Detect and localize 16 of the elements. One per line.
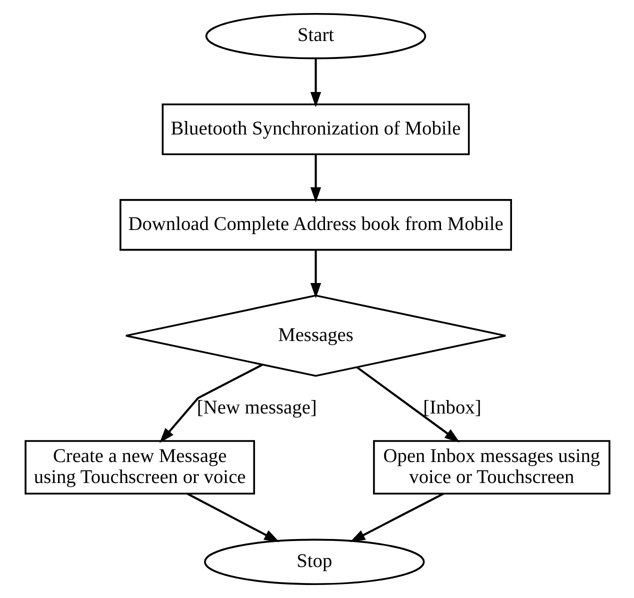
node-diamond: Messages [124, 294, 506, 377]
node-box: Open Inbox messages using voice or Touchscreen [372, 440, 610, 495]
node-box: Create a new Message using Touchscreen or voice [24, 440, 255, 495]
edge-label: [Inbox] [422, 398, 481, 419]
node-box: Download Complete Address book from Mobile [119, 199, 512, 251]
arrow [349, 492, 444, 542]
arrow [356, 366, 460, 443]
arrow [186, 492, 279, 542]
arrow [158, 364, 262, 444]
node-ellipse: Stop [204, 538, 424, 585]
edge-label: [New message] [196, 398, 316, 419]
node-ellipse: Start [204, 13, 426, 60]
node-box: Bluetooth Synchronization of Mobile [161, 103, 470, 156]
arrow [310, 250, 321, 298]
arrow [310, 154, 321, 202]
arrow [310, 58, 321, 108]
